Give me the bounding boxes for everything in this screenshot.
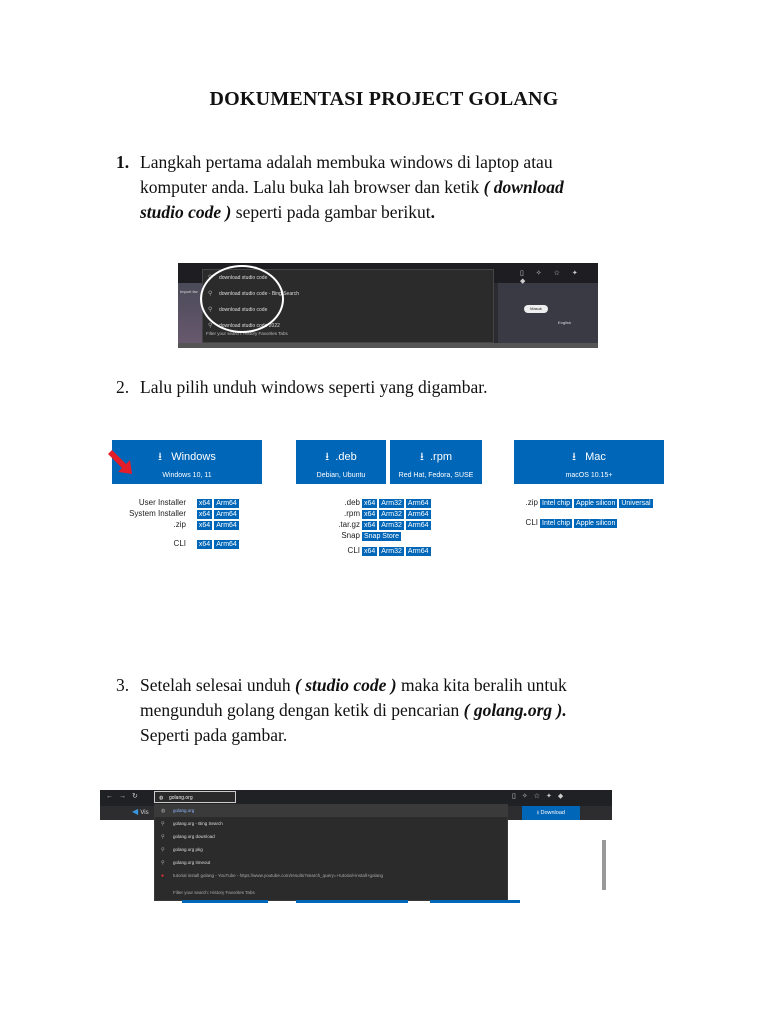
step2-number: 2.	[116, 377, 130, 397]
option-tag[interactable]: Arm64	[214, 499, 239, 508]
suggestion-item[interactable]: ⚲golang.org timeout	[155, 857, 507, 869]
download-icon: ⭳	[572, 451, 576, 463]
option-tag[interactable]: Apple silicon	[574, 499, 618, 508]
highlight-circle	[200, 265, 284, 333]
step1-text: Langkah pertama adalah membuka windows d…	[140, 152, 564, 222]
option-tag[interactable]: x64	[362, 510, 378, 519]
scrollbar[interactable]	[602, 840, 606, 890]
sign-in-button[interactable]: Masuk	[524, 305, 548, 313]
globe-icon: ◍	[159, 795, 164, 801]
screenshot-browser-search: Import fav ▯ ✧ ☆ ✦ ◆ ⚲download studio co…	[178, 263, 598, 348]
rpm-download-button[interactable]: ⭳ .rpm Red Hat, Fedora, SUSE	[390, 440, 482, 484]
document-title: DOKUMENTASI PROJECT GOLANG	[209, 88, 559, 110]
screenshot-download-options: ⭳ Windows Windows 10, 11 ⭳ .deb Debian, …	[94, 440, 666, 585]
search-dropdown: ◍golang.org ⚲golang.org - Bing Search ⚲g…	[154, 804, 508, 901]
option-tag[interactable]: Arm64	[214, 540, 239, 549]
youtube-icon: ●	[161, 873, 165, 879]
option-tag[interactable]: Arm32	[379, 547, 404, 556]
toolbar-icons: ▯ ✧ ☆ ✦ ◆	[520, 270, 583, 285]
option-tag[interactable]: x64	[196, 540, 213, 549]
option-tag[interactable]: Arm64	[405, 521, 431, 530]
language-label: English	[558, 320, 572, 325]
option-tag[interactable]: Arm64	[405, 510, 431, 519]
search-icon: ⚲	[161, 847, 165, 853]
option-tag[interactable]: Arm32	[379, 521, 404, 530]
step1-number: 1.	[116, 152, 130, 172]
windows-download-button[interactable]: ⭳ Windows Windows 10, 11	[112, 440, 262, 484]
search-icon: ⚲	[161, 860, 165, 866]
download-icon: ⭳	[420, 451, 424, 463]
option-tag[interactable]: Intel chip	[540, 519, 573, 528]
option-tag[interactable]: Intel chip	[540, 499, 573, 508]
vscode-logo: ◀ Vis	[132, 807, 149, 816]
option-tag[interactable]: Universal	[619, 499, 653, 508]
option-tag[interactable]: Apple silicon	[574, 519, 618, 528]
download-icon: ⭳	[158, 451, 163, 463]
option-tag[interactable]: Arm64	[214, 521, 239, 530]
nav-buttons[interactable]: ←→↻	[106, 793, 144, 800]
option-tag[interactable]: Arm64	[214, 510, 239, 519]
search-icon: ⚲	[208, 323, 213, 329]
search-filter-footer: Filter your search: History Favorites Ta…	[173, 890, 255, 895]
option-tag[interactable]: x64	[196, 499, 213, 508]
screenshot-golang-search: ←→↻ ▯✧☆✦◆ ◀ Vis ⭳ Download ◍golang.org ⚲…	[100, 790, 612, 903]
address-bar[interactable]: ◍golang.org	[154, 791, 236, 803]
step3-text: Setelah selesai unduh ( studio code ) ma…	[140, 675, 567, 745]
search-icon: ⚲	[161, 834, 165, 840]
vscode-icon: ◀	[132, 807, 139, 816]
deb-download-button[interactable]: ⭳ .deb Debian, Ubuntu	[296, 440, 386, 484]
page-background: Import fav	[178, 283, 202, 348]
option-tag[interactable]: x64	[196, 510, 213, 519]
option-tag[interactable]: Snap Store	[362, 532, 402, 541]
taskbar	[178, 343, 598, 348]
toolbar-icons: ▯✧☆✦◆	[512, 793, 570, 800]
suggestion-item[interactable]: ⚲golang.org download	[155, 831, 507, 843]
search-icon: ⚲	[161, 821, 165, 827]
option-tag[interactable]: x64	[362, 499, 378, 508]
suggestion-item[interactable]: ⚲golang.org pkg	[155, 844, 507, 856]
suggestion-item[interactable]: ●tutorial install golang - YouTube - htt…	[155, 870, 507, 882]
red-arrow-icon	[108, 450, 132, 474]
download-icon: ⭳	[537, 810, 539, 816]
option-tag[interactable]: x64	[196, 521, 213, 530]
option-tag[interactable]: x64	[362, 547, 378, 556]
suggestion-item[interactable]: ⚲golang.org - Bing Search	[155, 818, 507, 830]
mac-download-button[interactable]: ⭳ Mac macOS 10.15+	[514, 440, 664, 484]
option-tag[interactable]: Arm32	[379, 510, 404, 519]
option-tag[interactable]: Arm32	[379, 499, 404, 508]
browser-side-panel	[498, 283, 598, 348]
option-tag[interactable]: Arm64	[405, 499, 431, 508]
download-icon: ⭳	[325, 451, 330, 463]
step2-text: Lalu pilih unduh windows seperti yang di…	[140, 377, 488, 397]
globe-icon: ◍	[161, 808, 166, 814]
step3-number: 3.	[116, 675, 130, 695]
page-element	[296, 900, 408, 903]
download-button[interactable]: ⭳ Download	[522, 806, 580, 820]
page-element	[430, 900, 520, 903]
suggestion-item[interactable]: ◍golang.org	[155, 805, 507, 817]
option-tag[interactable]: Arm64	[405, 547, 431, 556]
search-filter-footer: Filter your search: History Favorites Ta…	[206, 331, 288, 336]
option-tag[interactable]: x64	[362, 521, 378, 530]
page-element	[182, 900, 268, 903]
